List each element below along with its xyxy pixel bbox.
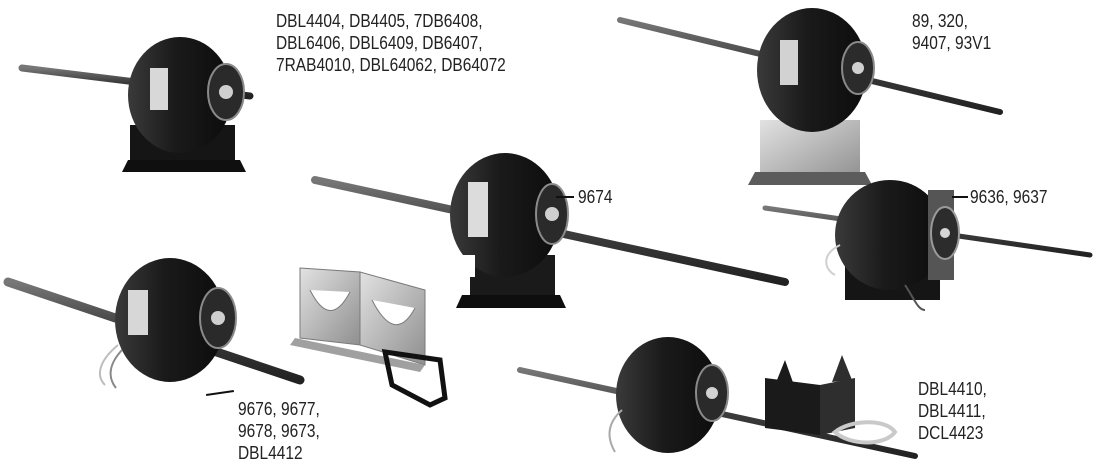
motor-4-model-label: 9636, 9637 <box>970 187 1048 207</box>
motor-4-body <box>835 180 945 290</box>
motor-5 <box>3 258 448 408</box>
motor-1-label-plate <box>150 68 168 110</box>
motor-2 <box>617 8 1003 185</box>
leader-line-9636 <box>952 196 968 198</box>
motor-3 <box>311 153 789 308</box>
motor-5-lead-wires <box>98 344 119 386</box>
motor-5-mounting-bracket <box>290 267 448 408</box>
motor-4 <box>762 180 1093 311</box>
motor-5-model-label: 9676, 9677, 9678, 9673, DBL4412 <box>238 399 320 463</box>
motor-6-mounting-bracket <box>765 355 898 445</box>
motor-5-body <box>115 258 225 382</box>
motor-1-model-label: DBL4404, DB4405, 7DB6408, DBL6406, DBL64… <box>276 11 506 75</box>
motor-2-label-plate <box>780 40 798 85</box>
motor-6-lead-wires <box>608 409 623 453</box>
motor-6 <box>517 337 918 459</box>
motor-2-model-label: 89, 320, 9407, 93V1 <box>912 11 992 53</box>
leader-line-9674 <box>556 196 574 198</box>
motor-3-label-plate <box>468 182 488 237</box>
motor-1-mount-foot <box>122 160 246 172</box>
motor-3-model-label: 9674 <box>578 187 613 207</box>
motor-6-clamps <box>831 420 898 445</box>
motor-2-body <box>757 8 867 132</box>
motor-5-label-plate <box>128 290 148 335</box>
motor-6-model-label: DBL4410, DBL4411, DCL4423 <box>918 379 987 443</box>
motor-6-body <box>616 337 720 453</box>
motor-4-lead-wires <box>825 244 841 276</box>
motor-1-body <box>128 37 232 153</box>
motor-1 <box>18 37 254 172</box>
